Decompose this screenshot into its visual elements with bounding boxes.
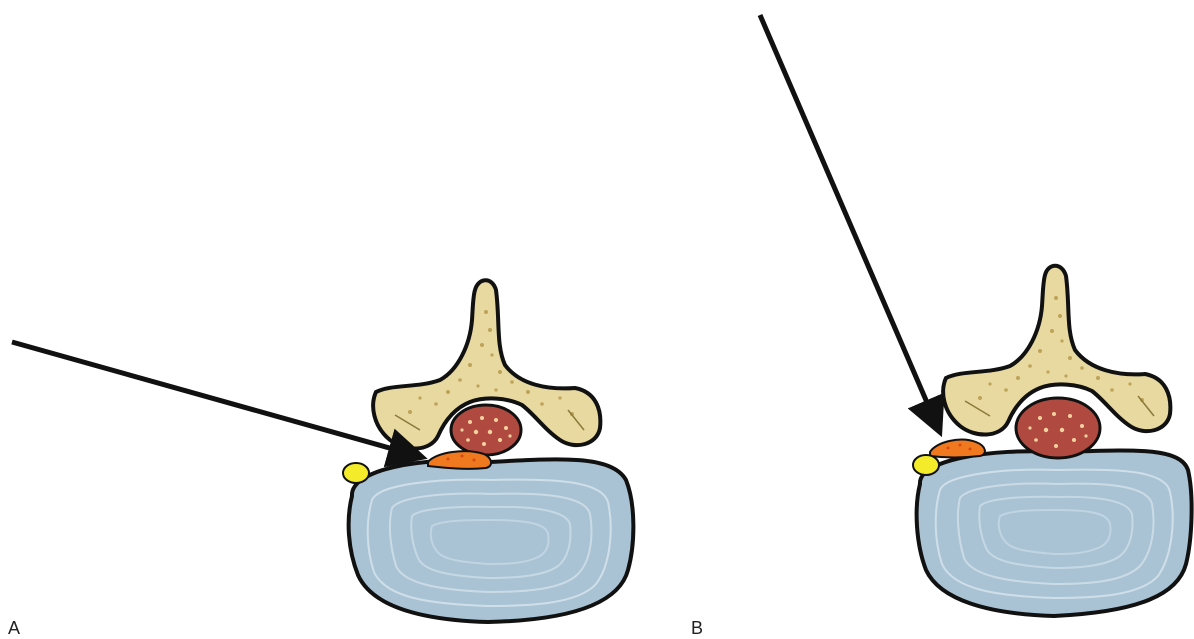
panel-label-a: A [8, 619, 20, 637]
needle-trajectory-arrow [12, 342, 418, 456]
spinal-cord [1016, 398, 1100, 458]
nerve-root-ganglion [913, 455, 939, 475]
disc-herniation [930, 440, 985, 458]
intervertebral-disc [349, 459, 634, 622]
needle-trajectory-arrow [760, 15, 938, 428]
nerve-root-ganglion [343, 463, 369, 483]
panel-a [12, 280, 633, 622]
spinal-cord [451, 405, 521, 455]
intervertebral-disc [917, 450, 1192, 616]
panel-label-b: B [691, 619, 703, 637]
disc-herniation [428, 451, 491, 469]
panel-b [760, 15, 1192, 616]
